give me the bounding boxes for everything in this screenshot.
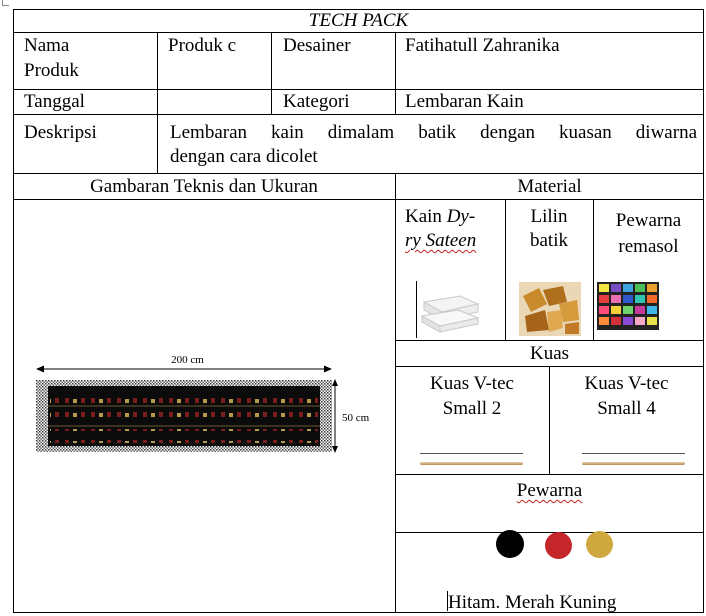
technical-drawing: 200 cm 50 cm xyxy=(30,353,380,463)
material-image-border xyxy=(416,281,417,338)
nama-produk-label-2: Produk xyxy=(24,60,79,81)
material-header: Material xyxy=(517,176,582,197)
rule-under-deskripsi xyxy=(13,173,704,174)
swatch-merah xyxy=(545,532,572,559)
dimension-arrows xyxy=(36,365,338,453)
kategori-value: Lembaran Kain xyxy=(405,91,524,112)
height-dimension-label: 50 cm xyxy=(342,412,370,424)
material-rule-2 xyxy=(593,199,594,340)
tech-pack-table xyxy=(13,9,704,613)
material-3-line-2: remasol xyxy=(618,236,679,257)
batik-cloth-illustration xyxy=(36,380,332,452)
material-2-line-1: Lilin xyxy=(530,206,568,227)
desainer-label: Desainer xyxy=(283,35,351,56)
nama-produk-label: Nama xyxy=(24,35,70,56)
width-dimension-label: 200 cm xyxy=(171,354,204,366)
rule-above-kuas xyxy=(395,340,704,341)
tanggal-label: Tanggal xyxy=(24,91,85,112)
kuas-header: Kuas xyxy=(529,343,570,364)
kuas-2-line-2: Small 4 xyxy=(597,398,656,419)
rule-under-pewarna xyxy=(395,532,704,533)
desainer-value: Fatihatull Zahranika xyxy=(405,35,560,56)
deskripsi-line-2: dengan cara dicolet xyxy=(170,146,318,167)
rule-under-title xyxy=(13,32,704,33)
rule-under-section-headers xyxy=(13,199,704,200)
material-1-line-1: Kain Dy- xyxy=(405,206,476,227)
deskripsi-label: Deskripsi xyxy=(24,122,97,143)
page-corner-mark xyxy=(2,0,9,6)
kuas-1-line-1: Kuas V-tec xyxy=(430,373,514,394)
kuas-2-underline xyxy=(582,453,685,454)
swatch-hitam xyxy=(496,530,524,558)
technical-header: Gambaran Teknis dan Ukuran xyxy=(90,176,318,197)
material-3-line-1: Pewarna xyxy=(615,210,682,231)
material-2-line-2: batik xyxy=(530,230,568,251)
kuas-1-line-2: Small 2 xyxy=(442,398,502,419)
text-cursor xyxy=(447,591,448,611)
col-rule-3 xyxy=(395,32,396,114)
swatch-kuning xyxy=(586,531,613,558)
page-title: TECH PACK xyxy=(308,10,409,31)
dye-palette-icon xyxy=(597,282,659,330)
folded-cloth-icon xyxy=(420,295,480,333)
rule-above-pewarna xyxy=(395,474,704,475)
rule-under-nama xyxy=(13,89,704,90)
deskripsi-line-1: Lembaran kain dimalam batik dengan kuasa… xyxy=(170,122,697,143)
material-rule-1 xyxy=(505,199,506,340)
col-rule-2 xyxy=(271,32,272,114)
kuas-1-underline xyxy=(420,453,523,454)
pewarna-colors-text: Hitam. Merah Kuning xyxy=(448,592,617,613)
kategori-label: Kategori xyxy=(283,91,350,112)
pewarna-header: Pewarna xyxy=(516,480,583,501)
section-divider xyxy=(395,173,396,613)
rule-under-tanggal xyxy=(13,114,704,115)
wax-block-icon xyxy=(519,282,581,336)
brush-1-icon xyxy=(420,462,523,465)
material-1-line-2: ry Sateen xyxy=(405,230,477,251)
brush-2-icon xyxy=(582,462,685,465)
kuas-2-line-1: Kuas V-tec xyxy=(584,373,669,394)
kuas-rule xyxy=(549,366,550,474)
col-rule-1 xyxy=(157,32,158,173)
nama-produk-value: Produk c xyxy=(168,35,237,56)
